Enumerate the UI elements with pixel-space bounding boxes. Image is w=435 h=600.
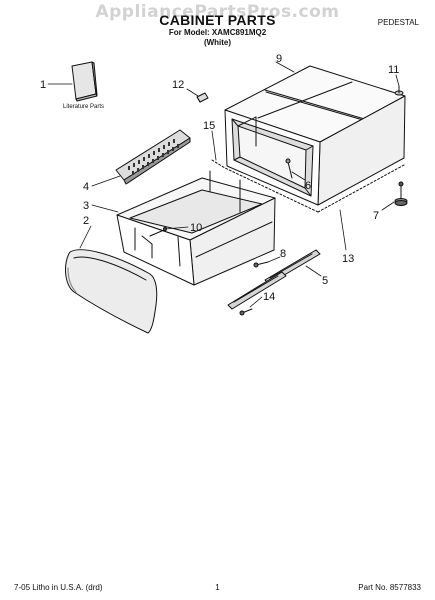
leveling-leg-11	[394, 85, 404, 96]
pedestal-cabinet	[224, 65, 406, 206]
callout-13: 13	[342, 253, 354, 265]
callout-6: 6	[305, 180, 311, 192]
callout-5: 5	[322, 275, 328, 287]
screw-12	[196, 92, 209, 103]
section-label: PEDESTAL	[377, 18, 419, 27]
drawer-front-panel	[65, 249, 158, 334]
callout-11: 11	[388, 64, 399, 76]
vent-grille	[115, 129, 191, 185]
callout-1: 1	[40, 79, 46, 91]
callout-15: 15	[203, 120, 215, 132]
model-number: For Model: XAMC891MQ2	[168, 28, 267, 37]
callout-3: 3	[83, 200, 89, 212]
leveling-leg-7	[394, 181, 408, 206]
watermark-text: AppliancePartsPros.com	[95, 2, 340, 22]
drawer-bin	[116, 170, 276, 286]
callout-8: 8	[280, 248, 286, 260]
literature-booklet	[71, 61, 98, 102]
drawer-slide-lower	[227, 271, 287, 310]
callout-numbers: 1 2 3 4 5 6 7 8 9 10 11 12 13 14 15	[40, 53, 399, 303]
literature-label: Literature Parts	[63, 104, 104, 110]
callout-12: 12	[172, 79, 184, 91]
gasket-15	[211, 159, 319, 213]
footer-litho: 7-05 Litho in U.S.A. (drd)	[14, 583, 103, 592]
page-title: CABINET PARTS	[159, 12, 276, 28]
leader-lines	[47, 61, 400, 308]
callout-10: 10	[190, 222, 202, 234]
callout-9: 9	[276, 53, 282, 65]
footer-page-number: 1	[215, 583, 220, 592]
screw-6	[285, 158, 293, 179]
callout-4: 4	[83, 181, 89, 193]
slide-screw-8	[253, 261, 269, 268]
footer-part-number: Part No. 8577833	[358, 583, 421, 592]
callout-7: 7	[373, 210, 379, 222]
callout-14: 14	[263, 291, 275, 303]
gasket-13	[317, 164, 405, 213]
callout-2: 2	[83, 215, 89, 227]
model-color: (White)	[203, 38, 232, 47]
slide-screw-14	[239, 308, 253, 316]
vent-holes	[128, 139, 179, 175]
